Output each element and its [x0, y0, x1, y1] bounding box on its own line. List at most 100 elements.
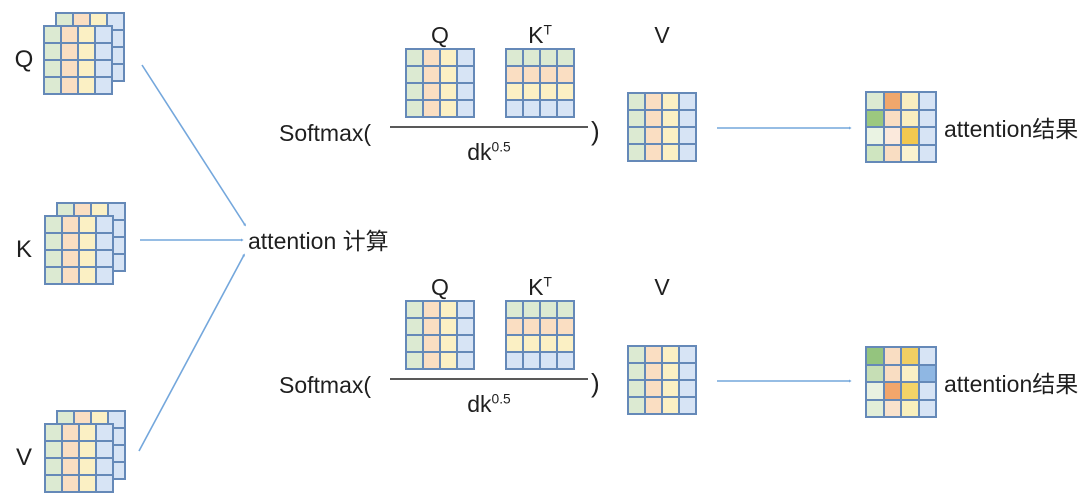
matrix-cell	[662, 93, 679, 110]
matrix-cell	[540, 83, 557, 100]
matrix-cell	[440, 66, 457, 83]
matrix-cell	[96, 250, 113, 267]
matrix-cell	[61, 77, 78, 94]
matrix-cell	[557, 66, 574, 83]
matrix-cell	[79, 475, 96, 492]
matrix-cell	[901, 109, 919, 127]
matrix-cell	[628, 127, 645, 144]
matrix-cell	[679, 127, 696, 144]
q-matrix	[405, 48, 475, 118]
matrix-cell	[540, 301, 557, 318]
matrix-cell	[540, 100, 557, 117]
matrix-cell	[557, 49, 574, 66]
matrix-cell	[440, 83, 457, 100]
matrix-cell	[557, 318, 574, 335]
matrix-cell	[62, 458, 79, 475]
matrix-cell	[918, 399, 936, 417]
matrix-cell	[96, 458, 113, 475]
v-matrix	[627, 345, 697, 415]
q-matrix	[405, 300, 475, 370]
matrix-cell	[628, 397, 645, 414]
denominator-superscript: 0.5	[491, 391, 511, 407]
matrix-cell	[645, 380, 662, 397]
matrix-cell	[628, 363, 645, 380]
matrix-cell	[423, 83, 440, 100]
matrix-cell	[62, 475, 79, 492]
matrix-cell	[901, 364, 919, 382]
result-matrix	[865, 91, 937, 163]
matrix-cell	[662, 346, 679, 363]
matrix-cell	[628, 380, 645, 397]
matrix-cell	[523, 352, 540, 369]
matrix-cell	[78, 26, 95, 43]
matrix-cell	[883, 382, 901, 400]
denominator-base: dk	[467, 139, 492, 165]
input-v-label: V	[15, 444, 32, 471]
matrix-cell	[423, 318, 440, 335]
matrix-cell	[557, 352, 574, 369]
denominator: dk0.5	[390, 391, 588, 418]
matrix-cell	[866, 382, 884, 400]
matrix-cell	[440, 318, 457, 335]
matrix-cell	[645, 346, 662, 363]
matrix-cell	[866, 127, 884, 145]
q-matrix-title: Q	[431, 274, 449, 300]
matrix-cell	[457, 352, 474, 369]
matrix-cell	[523, 66, 540, 83]
matrix-cell	[918, 347, 936, 365]
matrix-cell	[918, 109, 936, 127]
matrix-cell	[96, 475, 113, 492]
matrix-cell	[866, 109, 884, 127]
matrix-cell	[44, 43, 61, 60]
matrix-cell	[645, 93, 662, 110]
matrix-cell	[406, 49, 423, 66]
result-label: attention结果	[944, 116, 1079, 142]
q-matrix-title: Q	[431, 22, 449, 48]
matrix-cell	[95, 77, 112, 94]
matrix-cell	[883, 399, 901, 417]
result-label: attention结果	[944, 371, 1079, 397]
fraction-line	[390, 378, 588, 380]
matrix-cell	[423, 352, 440, 369]
denominator-superscript: 0.5	[491, 139, 511, 155]
kt-matrix	[505, 300, 575, 370]
matrix-cell	[628, 346, 645, 363]
matrix-cell	[866, 364, 884, 382]
matrix-cell	[679, 363, 696, 380]
fraction-line	[390, 126, 588, 128]
matrix-cell	[918, 382, 936, 400]
matrix-cell	[918, 92, 936, 110]
matrix-cell	[557, 301, 574, 318]
matrix-cell	[45, 216, 62, 233]
kt-superscript: T	[543, 274, 552, 290]
matrix-cell	[79, 441, 96, 458]
matrix-cell	[866, 92, 884, 110]
matrix-cell	[540, 318, 557, 335]
matrix-cell	[506, 66, 523, 83]
matrix-cell	[44, 26, 61, 43]
matrix-cell	[883, 347, 901, 365]
input-k-matrix-front	[44, 215, 114, 285]
matrix-cell	[557, 83, 574, 100]
kt-matrix-title: KT	[505, 274, 575, 301]
v-matrix	[627, 92, 697, 162]
matrix-cell	[406, 318, 423, 335]
matrix-cell	[506, 301, 523, 318]
matrix-cell	[883, 127, 901, 145]
matrix-cell	[79, 267, 96, 284]
matrix-cell	[679, 93, 696, 110]
matrix-cell	[62, 216, 79, 233]
matrix-cell	[506, 100, 523, 117]
matrix-cell	[79, 216, 96, 233]
matrix-cell	[79, 250, 96, 267]
input-q-matrix-front	[43, 25, 113, 95]
matrix-cell	[78, 77, 95, 94]
matrix-cell	[61, 43, 78, 60]
matrix-cell	[628, 110, 645, 127]
matrix-cell	[645, 127, 662, 144]
matrix-cell	[506, 49, 523, 66]
matrix-cell	[62, 441, 79, 458]
matrix-cell	[457, 66, 474, 83]
matrix-cell	[79, 424, 96, 441]
matrix-cell	[440, 100, 457, 117]
